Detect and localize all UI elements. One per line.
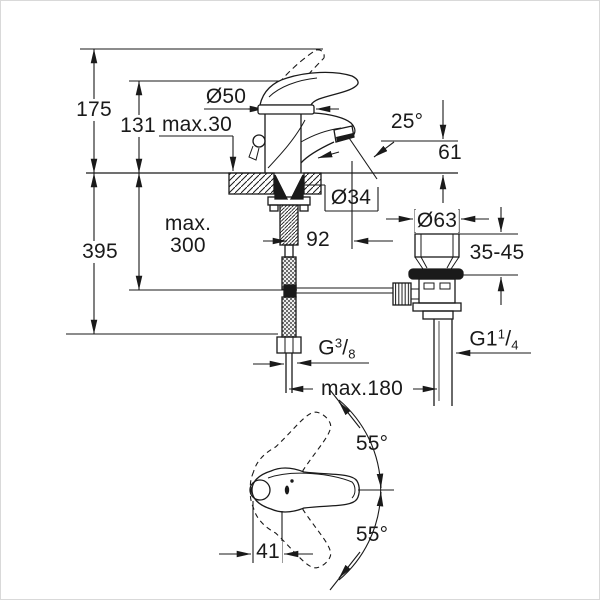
dim-swing-lower-label: 55° <box>355 522 389 546</box>
dim-waste-deck-range-label: 35-45 <box>469 240 525 264</box>
dim-outlet-height-label: 61 <box>438 140 462 164</box>
drain-assembly <box>296 233 464 406</box>
pop-up-rod <box>296 287 393 294</box>
dim-spout-projection-label: 92 <box>306 227 330 251</box>
dim-handle-offset-label: 41 <box>254 539 282 564</box>
dim-waste-diameter-label: Ø63 <box>414 208 460 233</box>
dim-span-max-label: max.180 <box>321 376 403 400</box>
faucet-side-view <box>228 49 359 393</box>
supply-thread-label: G3/8 <box>318 335 356 362</box>
dim-outlet-angle-label: 25° <box>390 109 424 133</box>
dim-hose-reach-label: max.300 <box>164 211 212 257</box>
dim-total-height-label: 175 <box>74 97 114 122</box>
dim-base-diameter-label: Ø50 <box>205 84 247 108</box>
dim-hole-diameter-label: Ø34 <box>330 185 372 209</box>
dim-supply-length-label: 395 <box>80 239 120 264</box>
waste-thread-label: G11/4 <box>469 326 519 353</box>
dim-spout-height-label: 131 <box>118 113 158 138</box>
handle-top-view <box>219 389 394 591</box>
dim-deck-thickness-label: max.30 <box>161 112 233 136</box>
dim-swing-upper-label: 55° <box>355 431 389 455</box>
handle-outline <box>251 467 360 513</box>
